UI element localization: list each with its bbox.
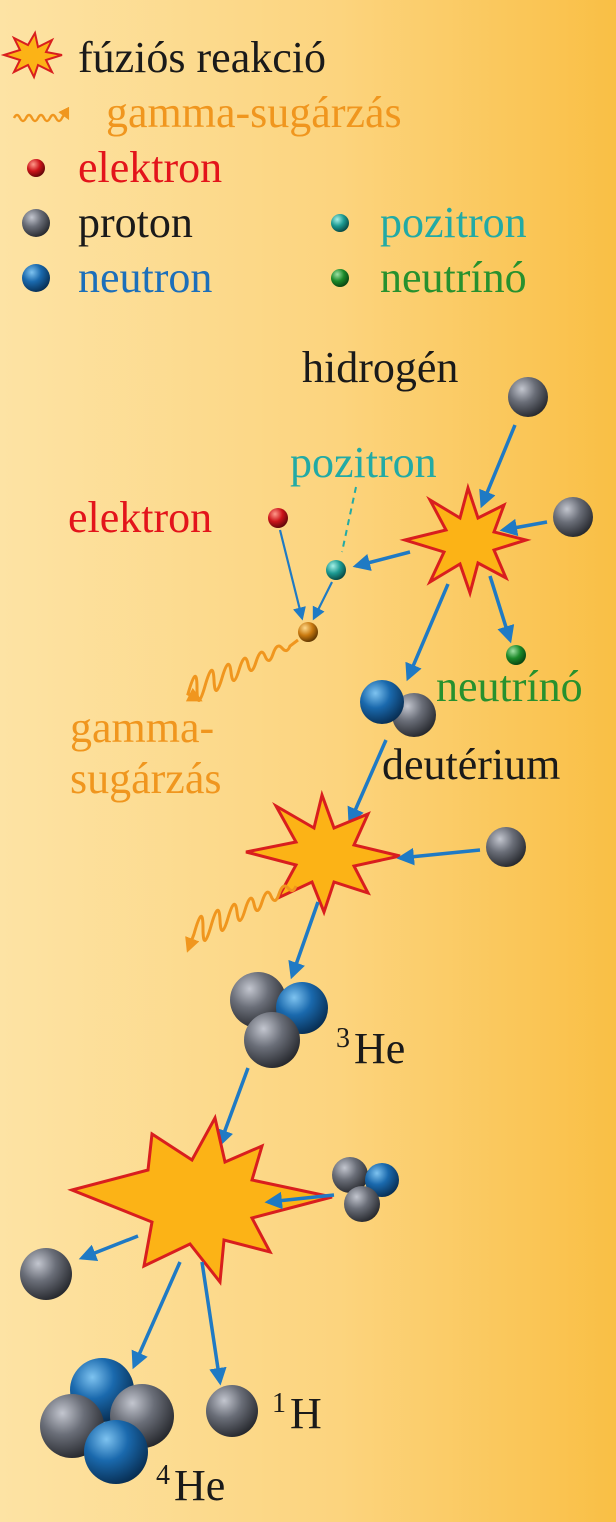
neutrino-particle [506,645,526,665]
annihilation-particle [298,622,318,642]
legend-electron-label: elektron [78,143,222,192]
legend-gamma-label: gamma-sugárzás [106,88,402,137]
arrow-h2-to-star [499,518,548,537]
arrow-star3-to-h1 [200,1261,227,1386]
arrow-star3-to-left-proton [78,1234,139,1262]
hydrogen-proton-1 [508,377,548,417]
deuterium-label: deutérium [382,740,560,789]
hydrogen-proton-2 [553,497,593,537]
arrow-h1-to-star [479,424,517,509]
he3-mass: 3 [336,1023,350,1054]
positron-label: pozitron [290,438,437,487]
h1-mass: 1 [272,1388,286,1419]
proton-icon [22,209,50,237]
gamma-label-line1: gamma- [70,703,214,752]
neutrino-label: neutrínó [436,662,583,711]
positron-icon [331,214,349,232]
hydrogen-label: hidrogén [302,343,458,392]
fusion-star-icon [0,30,63,80]
h1-proton [206,1385,258,1437]
stage2-proton [486,827,526,867]
legend-neutron-label: neutron [78,253,212,302]
he4-symbol: He [174,1461,225,1510]
arrow-star3-to-he4 [131,1261,182,1370]
arrow-star2-to-he3 [288,901,320,980]
gamma-ray-1 [185,638,299,702]
gamma-label-line2: sugárzás [70,754,222,803]
he4-nucleus [40,1358,174,1484]
legend-fusion-label: fúziós reakció [78,33,326,82]
positron-particle [326,560,346,580]
he3-nucleus [230,972,328,1068]
electron-icon [27,159,45,177]
h1-label: 1 H [272,1388,322,1438]
he4-neutron-2 [84,1420,148,1484]
stage-2: 3 He [185,739,526,1073]
he4-label: 4 He [156,1460,225,1510]
positron-dashed-line [341,486,357,553]
stage-3: 4 He 1 H [20,1067,399,1510]
arrow-deuterium-to-star [347,739,388,826]
arrow-he3-to-star3 [216,1067,250,1148]
arrow-star-to-neutrino [488,575,515,644]
fusion-star-3 [67,1113,333,1286]
gamma-wave-icon [12,106,70,123]
released-proton-left [20,1248,72,1300]
legend-neutrino-label: neutrínó [380,253,527,302]
h1-symbol: H [290,1389,322,1438]
legend-proton-label: proton [78,198,193,247]
gamma-ray-2 [185,884,298,953]
incoming-he3 [332,1157,399,1222]
arrow-star-to-deuterium [405,583,450,682]
he3-symbol: He [354,1024,405,1073]
incoming-he3-proton-2 [344,1186,380,1222]
he4-mass: 4 [156,1460,170,1491]
arrow-electron-to-annihilation [278,529,306,621]
electron-particle [268,508,288,528]
legend: fúziós reakció gamma-sugárzás elektron p… [0,30,527,302]
incoming-he3-proton-1 [332,1157,368,1193]
fusion-star-1 [399,482,532,599]
electron-label: elektron [68,493,212,542]
stage-1: hidrogén pozitron elektron gamma- sugárz… [68,343,593,803]
he3-label: 3 He [336,1023,405,1073]
legend-positron-label: pozitron [380,198,527,247]
arrow-he3b-to-star3 [264,1191,335,1210]
deuterium-nucleus [360,680,436,737]
arrow-positron-to-annihilation [312,581,333,621]
neutron-icon [22,264,50,292]
arrow-proton-to-star2 [396,847,481,866]
incoming-he3-neutron [365,1163,399,1197]
deuterium-neutron [360,680,404,724]
he3-proton-2 [244,1012,300,1068]
neutrino-icon [331,269,349,287]
arrow-star-to-positron [352,550,411,571]
